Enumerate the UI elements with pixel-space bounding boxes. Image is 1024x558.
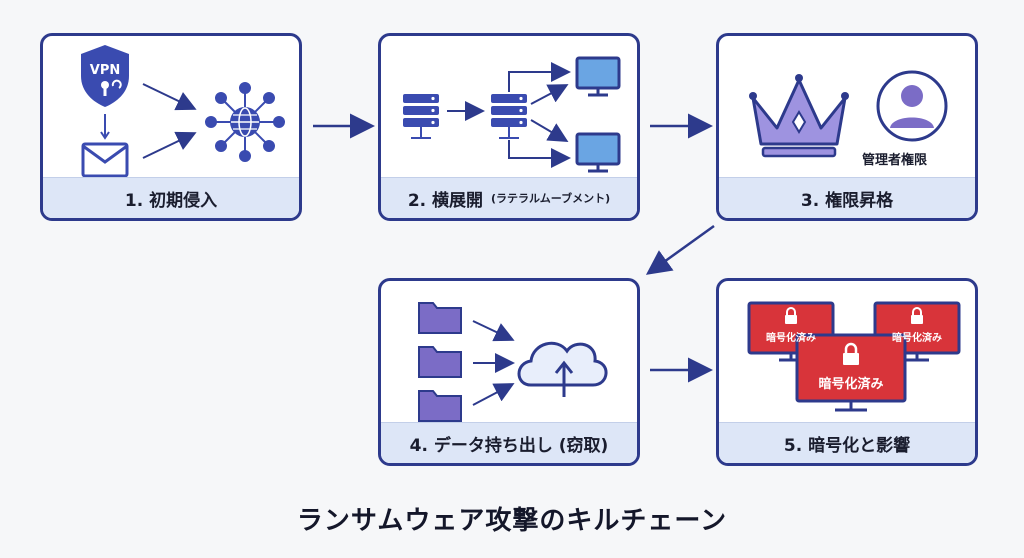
locked-monitor-icon xyxy=(795,333,907,412)
step-2-label: 2. 横展開 (ラテラルムーブメント) xyxy=(381,177,637,218)
step-1-label: 1. 初期侵入 xyxy=(43,177,299,218)
step-1-illustration: VPN xyxy=(81,45,285,178)
vpn-shield-icon xyxy=(81,45,129,107)
step-card-lateral-movement: 2. 横展開 (ラテラルムーブメント) xyxy=(378,33,640,221)
cloud-upload-icon xyxy=(517,341,608,397)
step-card-initial-access: VPN xyxy=(40,33,302,221)
phishing-mail-icon xyxy=(81,114,129,178)
step-2-sublabel: (ラテラルムーブメント) xyxy=(490,192,611,205)
step-5-illustration xyxy=(747,301,961,412)
folder-icon xyxy=(418,346,462,378)
admin-user-icon xyxy=(876,70,948,142)
monitor-icon xyxy=(575,56,621,97)
step-5-label: 5. 暗号化と影響 xyxy=(719,422,975,463)
monitor-icon xyxy=(575,132,621,173)
step-card-privilege-escalation: 管理者権限 3. 権限昇格 xyxy=(716,33,978,221)
vpn-label: VPN xyxy=(90,63,120,78)
step-3-illustration xyxy=(749,70,948,158)
network-globe-icon xyxy=(205,82,285,162)
diagram-title: ランサムウェア攻撃のキルチェーン xyxy=(296,506,728,536)
step-card-data-exfiltration: 4. データ持ち出し (窃取) xyxy=(378,278,640,466)
step-4-label: 4. データ持ち出し (窃取) xyxy=(381,422,637,463)
folder-icon xyxy=(418,302,462,334)
step-card-encryption-impact: 暗号化済み 暗号化済み 暗号化済み 5. 暗号化と影響 xyxy=(716,278,978,466)
step-4-illustration xyxy=(418,302,608,422)
encrypted-label-center: 暗号化済み xyxy=(818,377,884,392)
crown-icon xyxy=(749,74,849,158)
step-2-illustration xyxy=(403,56,621,173)
encrypted-label-left: 暗号化済み xyxy=(766,333,816,344)
encrypted-label-right: 暗号化済み xyxy=(892,333,942,344)
server-icon xyxy=(403,94,439,139)
admin-rights-label: 管理者権限 xyxy=(862,153,928,168)
arrow-3-to-4 xyxy=(645,224,715,275)
step-3-label: 3. 権限昇格 xyxy=(719,177,975,218)
folder-icon xyxy=(418,390,462,422)
server-icon xyxy=(491,94,527,139)
